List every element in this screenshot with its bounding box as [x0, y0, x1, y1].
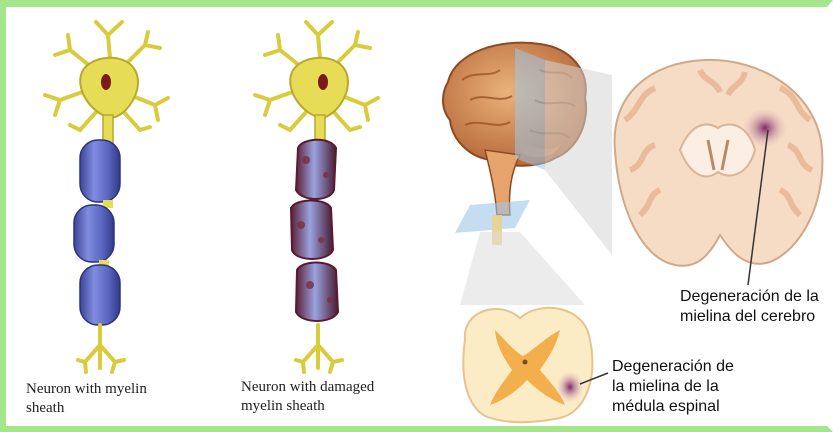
spinal-lesion: [556, 371, 584, 403]
brain-section: [615, 60, 823, 285]
brain-degeneration-label: Degeneración de la mielina del cerebro: [680, 287, 819, 327]
brain-label-line2: mielina del cerebro: [680, 307, 819, 327]
damaged-caption-line1: Neuron with damaged: [241, 378, 374, 397]
damaged-neuron: [255, 22, 378, 372]
spinal-degeneration-label: Degeneración de la mielina de la médula …: [612, 357, 734, 417]
spinal-label-line3: médula espinal: [612, 397, 734, 417]
brain-lesion: [743, 108, 787, 148]
brain-label-line1: Degeneración de la: [680, 287, 819, 307]
myelin-segment: [74, 205, 114, 262]
healthy-caption-line1: Neuron with myelin: [26, 380, 147, 399]
spinal-label-line2: la mielina de la: [612, 377, 734, 397]
damaged-myelin-segment: [291, 201, 333, 260]
zoom-cone-spinal: [460, 232, 585, 305]
damaged-myelin-segment: [296, 140, 336, 199]
myelin-segment: [80, 140, 120, 202]
damaged-nucleus: [318, 74, 328, 90]
spinal-label-line1: Degeneración de: [612, 357, 734, 377]
healthy-neuron-caption: Neuron with myelin sheath: [26, 380, 147, 418]
damaged-cell-body: [290, 58, 348, 118]
damaged-myelin-segment: [296, 263, 338, 322]
damaged-caption-line2: myelin sheath: [241, 397, 374, 416]
myelin-segment: [80, 265, 120, 325]
zoom-cone-brain: [545, 60, 612, 255]
healthy-axon-terminal: [78, 325, 124, 372]
healthy-nucleus: [101, 74, 111, 90]
coronal-plane: [515, 48, 545, 170]
damaged-axon-terminal: [296, 325, 342, 372]
healthy-caption-line2: sheath: [26, 399, 147, 418]
spinal-cord-section: [463, 308, 608, 422]
healthy-neuron: [45, 22, 168, 372]
damaged-neuron-caption: Neuron with damaged myelin sheath: [241, 378, 374, 416]
